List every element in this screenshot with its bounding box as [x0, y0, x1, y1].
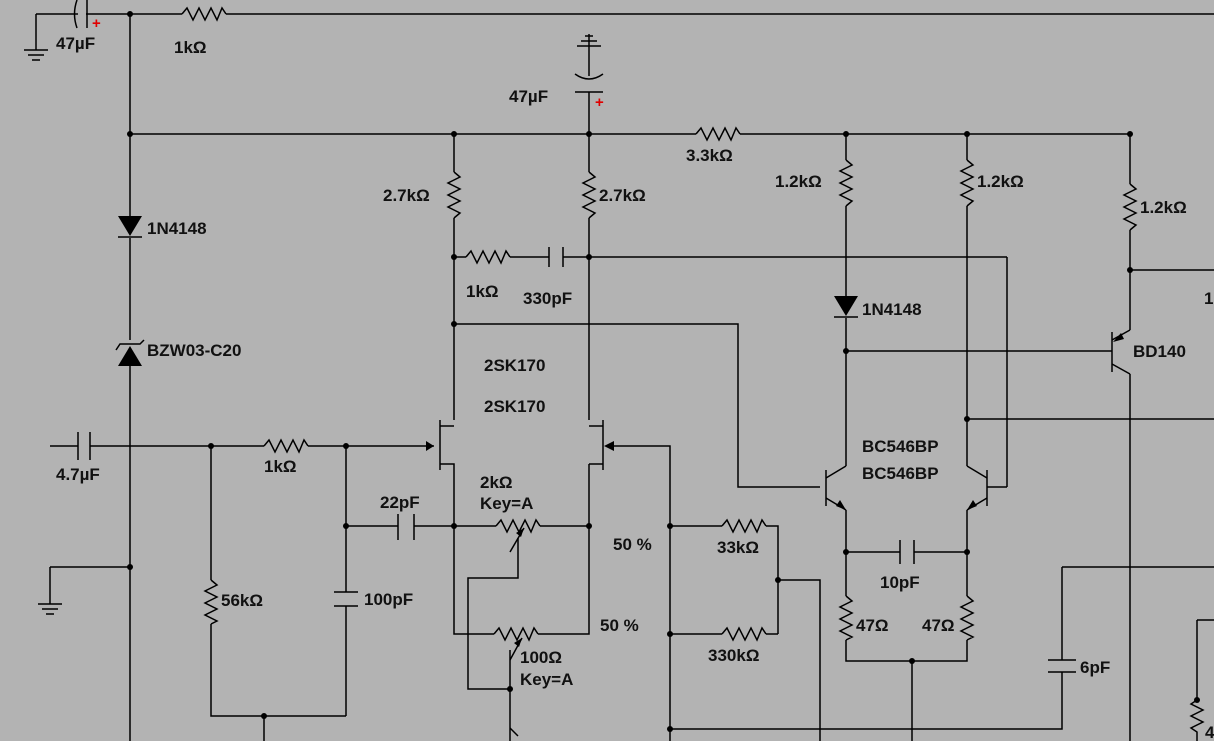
capacitor-22pf — [397, 514, 415, 540]
ground-symbol-decoupling — [577, 34, 601, 47]
label-r-56k: 56kΩ — [221, 591, 263, 610]
resistor-33k — [721, 518, 767, 534]
junction-dots — [127, 11, 1200, 732]
label-r-47-left: 47Ω — [856, 616, 889, 635]
label-jfet-left: 2SK170 — [484, 356, 545, 375]
label-r-drain-left: 2.7kΩ — [383, 186, 430, 205]
resistor-1k-comp — [465, 249, 511, 265]
resistor-2k7-right — [581, 171, 597, 219]
resistor-2k7-left — [446, 171, 462, 219]
label-r-vas-left: 1.2kΩ — [775, 172, 822, 191]
label-c-330p: 330pF — [523, 289, 572, 308]
wires — [35, 13, 1214, 741]
capacitor-4-7uf-input — [77, 432, 91, 460]
resistor-56k — [203, 579, 219, 625]
label-q-vas-right: BC546BP — [862, 464, 939, 483]
label-edge-partial-bottom: 4 — [1205, 723, 1214, 741]
label-c-input: 4.7µF — [56, 465, 100, 484]
jfet-2sk170-right — [604, 441, 614, 451]
potentiometer-2k — [495, 518, 541, 553]
label-c-100p: 100pF — [364, 590, 413, 609]
capacitor-100pf — [334, 591, 358, 607]
label-pot-2k-key: Key=A — [480, 494, 533, 513]
label-pot-2k-setting: 50 % — [613, 535, 652, 554]
resistor-3k3 — [695, 126, 741, 142]
zener-bzw03-c20 — [115, 339, 145, 366]
label-pot-100-value: 100Ω — [520, 648, 562, 667]
resistor-1k-supply — [181, 6, 227, 22]
label-pot-2k-value: 2kΩ — [480, 473, 513, 492]
label-r-47-right: 47Ω — [922, 616, 955, 635]
label-pot-100-key: Key=A — [520, 670, 573, 689]
label-r-supply: 1kΩ — [174, 38, 207, 57]
label-pot-100-setting: 50 % — [600, 616, 639, 635]
label-z-ref: BZW03-C20 — [147, 341, 241, 360]
label-d-vas: 1N4148 — [862, 300, 922, 319]
bjt-bc546-left — [836, 500, 846, 510]
label-r-input: 1kΩ — [264, 457, 297, 476]
label-d-ref: 1N4148 — [147, 219, 207, 238]
label-r-330k: 330kΩ — [708, 646, 759, 665]
label-c-6p: 6pF — [1080, 658, 1110, 677]
resistor-47-right — [959, 595, 975, 641]
resistor-1k2-vas-left — [838, 159, 854, 207]
capacitor-6pf — [1048, 659, 1076, 673]
potentiometer-100 — [493, 626, 539, 661]
ground-symbol-bottom-left — [38, 603, 62, 615]
capacitor-47uf-supply — [72, 0, 92, 29]
ground-symbol-top-left — [24, 49, 48, 61]
label-jfet-right: 2SK170 — [484, 397, 545, 416]
label-edge-partial: 1 — [1204, 289, 1213, 308]
resistor-330k — [721, 626, 767, 642]
label-c-decouple: 47µF — [509, 87, 548, 106]
wiper-stub-bottom — [509, 727, 519, 737]
jfet-2sk170-left — [426, 441, 434, 451]
bjt-bc546-right — [967, 500, 977, 510]
polarity-mark-decouple: + — [595, 94, 604, 111]
resistor-partial-right — [1189, 699, 1205, 741]
capacitor-330pf — [548, 247, 564, 267]
label-q-vas-left: BC546BP — [862, 437, 939, 456]
resistor-1k2-bd140 — [1122, 183, 1138, 231]
label-r-33k: 33kΩ — [717, 538, 759, 557]
label-r-comp: 1kΩ — [466, 282, 499, 301]
bjt-bd140 — [1113, 333, 1124, 342]
diode-1n4148-vas — [834, 296, 858, 318]
label-r-vas-right: 1.2kΩ — [977, 172, 1024, 191]
capacitor-10pf — [899, 540, 915, 564]
label-r-3k3: 3.3kΩ — [686, 146, 733, 165]
capacitor-47uf-decouple — [574, 46, 604, 107]
label-c-22p: 22pF — [380, 493, 420, 512]
resistor-47-left — [838, 595, 854, 641]
label-c-supply: 47µF — [56, 34, 95, 53]
label-r-drain-right: 2.7kΩ — [599, 186, 646, 205]
label-q-out: BD140 — [1133, 342, 1186, 361]
label-r-bd140: 1.2kΩ — [1140, 198, 1187, 217]
resistor-1k-input — [263, 438, 309, 454]
resistor-1k2-vas-right — [959, 159, 975, 207]
polarity-mark-supply: + — [92, 15, 101, 32]
diode-1n4148-ref — [118, 216, 142, 238]
label-c-10p: 10pF — [880, 573, 920, 592]
